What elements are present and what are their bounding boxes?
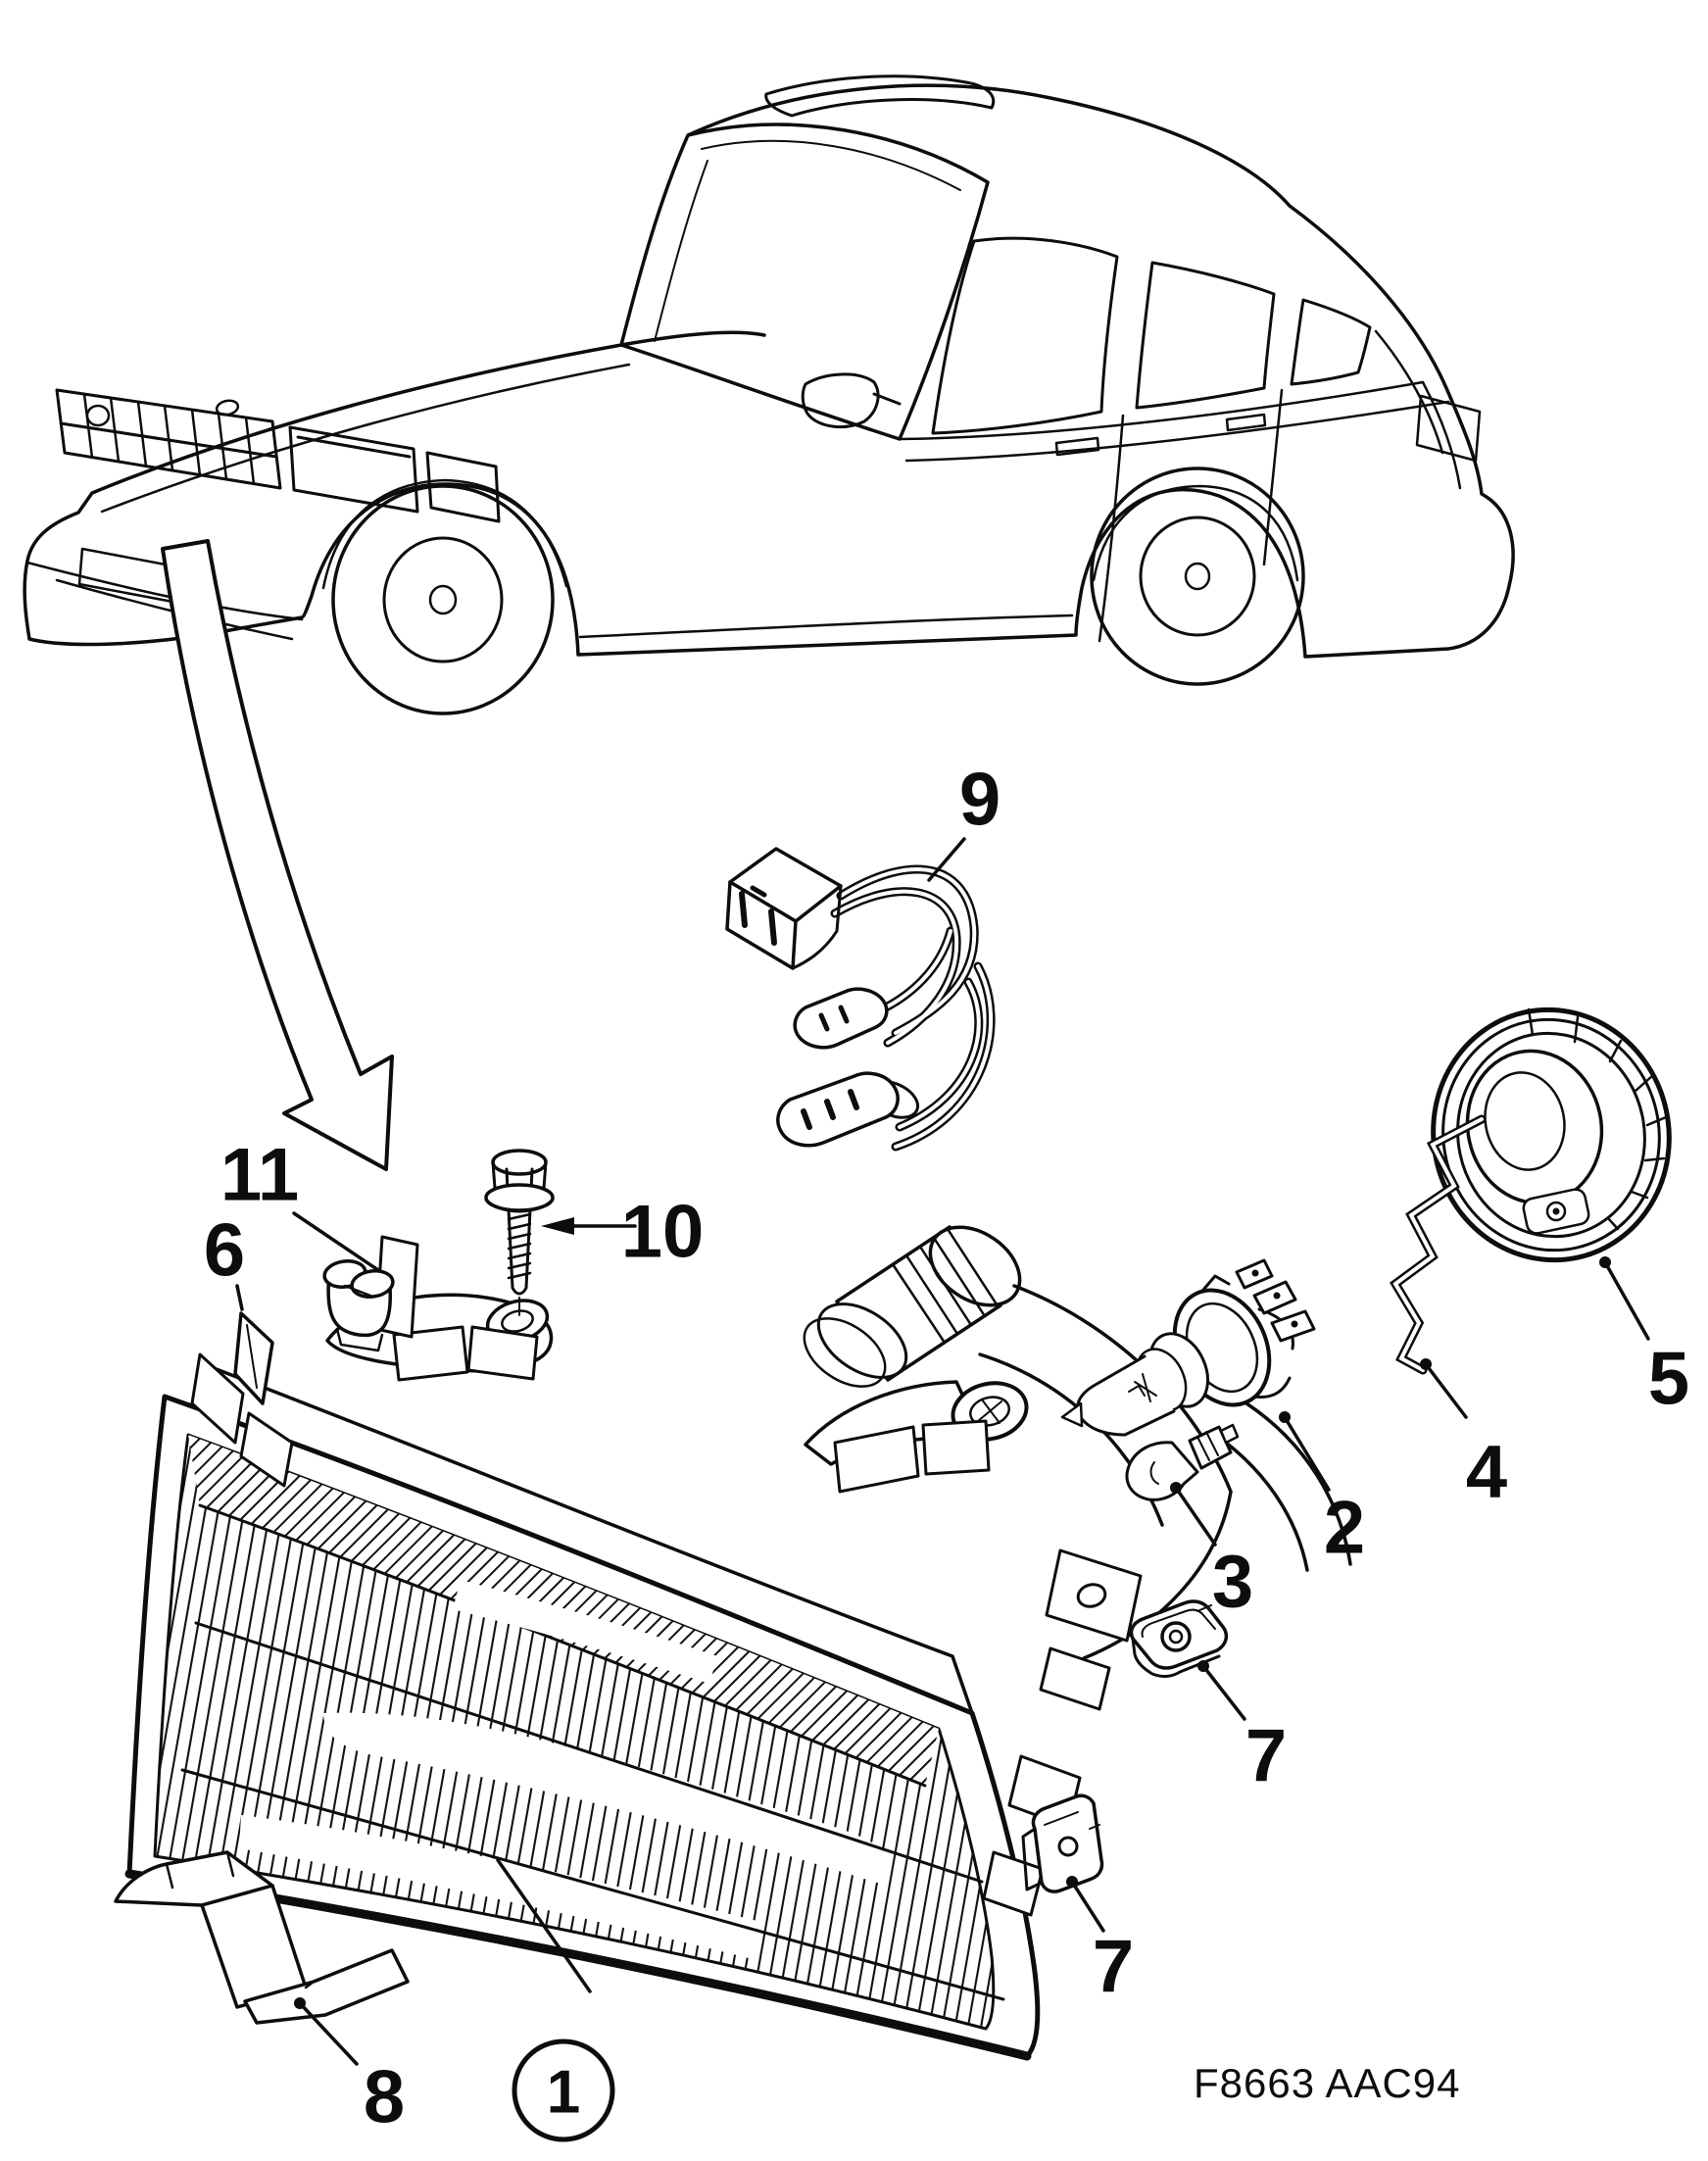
callout-leader xyxy=(1283,1415,1331,1492)
callout-screw: 10 xyxy=(541,1190,704,1273)
callout-number: 4 xyxy=(1466,1430,1507,1513)
part-10-screw xyxy=(484,1149,555,1316)
callout-number: 1 xyxy=(547,2058,580,2126)
harness-mid-connector xyxy=(793,987,889,1050)
part-11-adjuster-clip xyxy=(322,1235,419,1352)
leader-dot-icon xyxy=(1066,1876,1078,1888)
car-front-wheel xyxy=(331,484,555,715)
leader-dot-icon xyxy=(1279,1411,1291,1423)
car-beltline xyxy=(898,380,1450,463)
callout-leader xyxy=(496,1858,592,1993)
callout-wiring-harness: 9 xyxy=(927,758,1000,882)
leader-dot-icon xyxy=(294,1997,306,2009)
car-rear-wheel xyxy=(1090,467,1305,686)
callout-lower-bracket: 8 xyxy=(294,1997,405,2138)
callout-number: 9 xyxy=(959,758,1000,841)
leader-dot-icon xyxy=(1599,1256,1611,1268)
car-hood-badge xyxy=(215,399,240,417)
leader-dot-icon xyxy=(1170,1482,1182,1494)
housing-left-corner xyxy=(190,1352,294,1488)
callout-circle xyxy=(512,2038,615,2142)
car-mirror xyxy=(801,372,902,428)
arrow-car-to-parts xyxy=(161,539,394,1171)
callout-headlamp-assembly: 1 xyxy=(496,1858,615,2142)
car-right-headlight xyxy=(288,425,501,523)
car-side-windows xyxy=(931,236,1372,435)
leader-dot-icon xyxy=(1420,1358,1432,1370)
callout-protective-cap: 5 xyxy=(1599,1256,1689,1420)
callout-number: 8 xyxy=(364,2055,405,2138)
housing-right-plates xyxy=(982,1548,1143,1917)
callout-adjuster-clip: 11 xyxy=(220,1133,380,1272)
callout-halogen-bulb: 2 xyxy=(1279,1411,1365,1569)
callout-number: 6 xyxy=(204,1208,245,1292)
callout-leader xyxy=(1201,1664,1246,1721)
callout-leader xyxy=(1424,1362,1468,1419)
part-8-lower-bracket xyxy=(114,1850,410,2025)
callout-leader xyxy=(927,837,966,882)
callout-leader xyxy=(235,1284,244,1311)
harness-bulb-connector xyxy=(776,1071,920,1148)
callout-leader xyxy=(1174,1486,1217,1547)
part-3-parking-bulb xyxy=(1125,1423,1240,1501)
callout-number: 11 xyxy=(220,1133,299,1216)
part-4-retaining-spring xyxy=(1390,1114,1487,1375)
callout-number: 5 xyxy=(1648,1337,1689,1420)
part-7-clip-lower xyxy=(1021,1793,1104,1893)
callout-parking-bulb: 3 xyxy=(1170,1482,1253,1623)
car-rear-details xyxy=(1374,329,1482,490)
callout-retaining-spring: 4 xyxy=(1420,1358,1507,1513)
car-windshield-inner xyxy=(654,139,961,342)
leader-arrow-icon xyxy=(541,1217,574,1235)
callout-leader xyxy=(1070,1880,1105,1933)
part-6-corner-clip xyxy=(233,1311,274,1405)
bulb-prongs xyxy=(1235,1258,1316,1343)
callout-leader xyxy=(1603,1260,1650,1341)
car-grille-badge xyxy=(85,404,111,427)
housing-back-edge xyxy=(212,1366,974,1715)
lens-divider-lines xyxy=(180,1621,1005,2001)
car-hood-line xyxy=(100,363,631,514)
housing-bulb-sleeve xyxy=(803,1225,1022,1388)
part-1-headlamp-assembly xyxy=(124,1225,1352,2061)
car-body-outline xyxy=(23,83,1515,659)
car-wheel-arches xyxy=(321,478,1299,639)
leader-dot-icon xyxy=(1197,1660,1209,1672)
lens-reflection-band-1 xyxy=(323,1712,888,1884)
callout-leader xyxy=(298,2001,359,2066)
car-illustration xyxy=(23,74,1515,715)
callout-mounting-clip-lower: 7 xyxy=(1066,1876,1134,2008)
figure-code: F8663 AAC94 xyxy=(1194,2060,1461,2106)
lens-reflection-band-3 xyxy=(453,1580,717,1684)
callout-mounting-clip-upper: 7 xyxy=(1197,1660,1287,1797)
lens-reflection-band-2 xyxy=(239,1815,764,1960)
callout-corner-clip: 6 xyxy=(204,1208,245,1311)
callout-number: 3 xyxy=(1212,1540,1253,1623)
callout-number: 10 xyxy=(621,1190,705,1273)
callout-number: 7 xyxy=(1245,1714,1287,1797)
callout-number: 2 xyxy=(1324,1486,1365,1569)
lens-band-edge xyxy=(198,1503,927,1788)
car-sunroof xyxy=(764,74,996,118)
part-7-clip-upper xyxy=(1129,1599,1229,1678)
car-grille-slats xyxy=(82,392,256,486)
part-9-wiring-harness xyxy=(725,847,996,1152)
harness-main-connector xyxy=(725,847,843,970)
housing-adjuster-arm xyxy=(804,1380,1029,1494)
cap-ribs xyxy=(1527,1007,1668,1231)
bulb-filament xyxy=(1128,1373,1157,1402)
part-2-halogen-bulb xyxy=(1060,1258,1316,1437)
callout-leader xyxy=(292,1211,380,1272)
cap-inner-clip xyxy=(1522,1188,1590,1235)
callout-number: 7 xyxy=(1093,1925,1134,2008)
